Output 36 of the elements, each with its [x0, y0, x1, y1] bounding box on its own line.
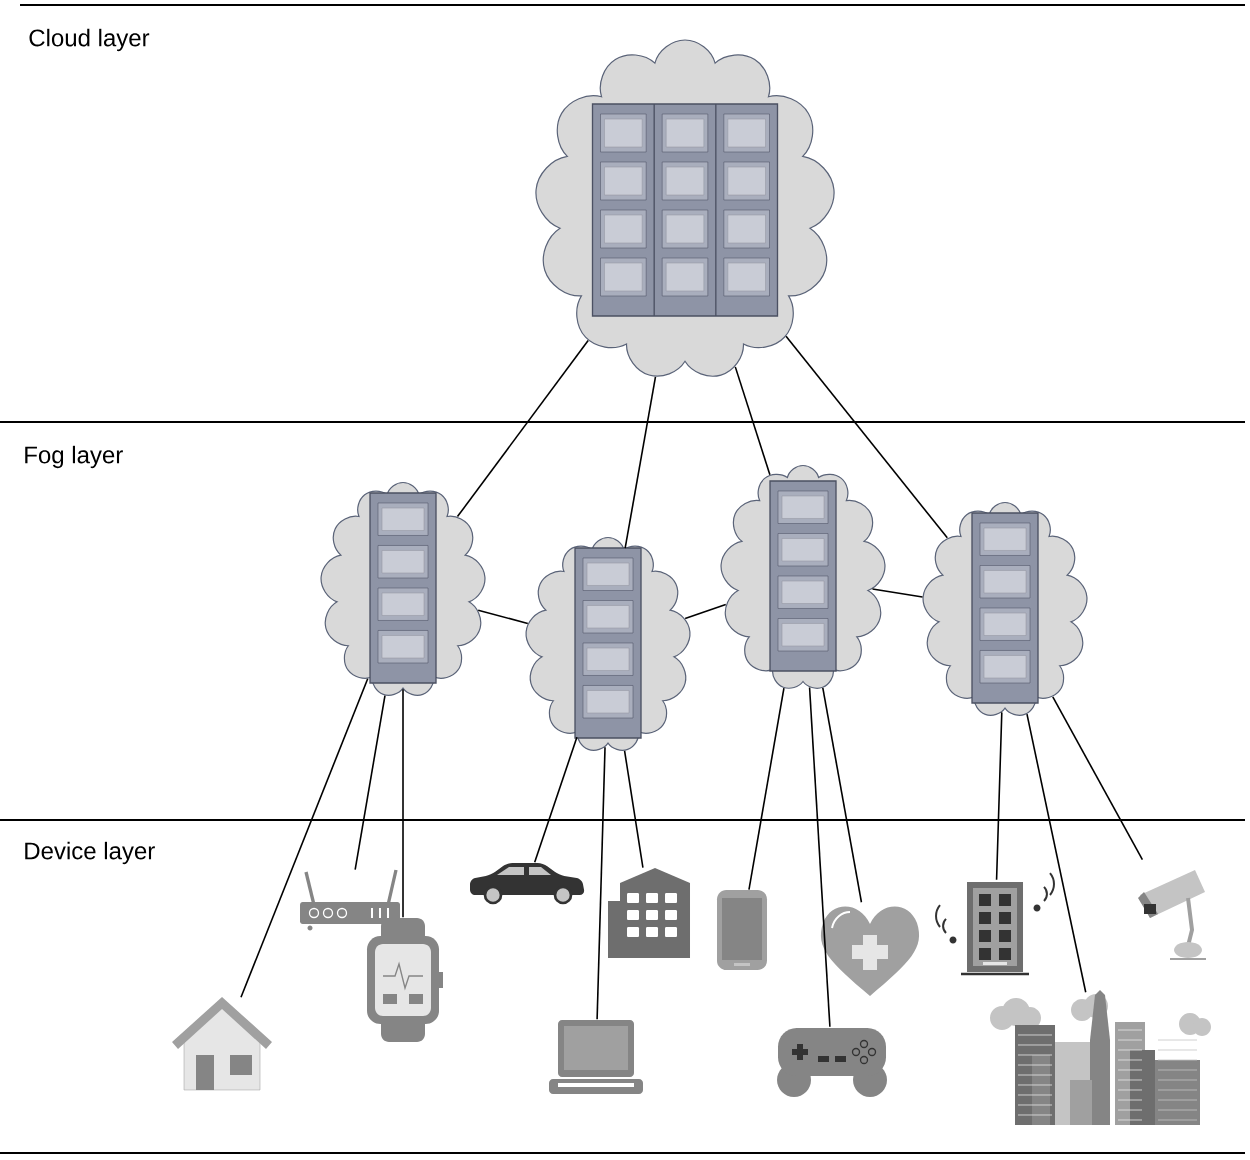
connector-line — [734, 366, 771, 476]
connector-line — [596, 746, 606, 1021]
layer-label: Fog layer — [25, 445, 123, 469]
cloud-server-drawing — [720, 464, 886, 689]
cloud-server-drawing — [922, 501, 1088, 716]
city-skyline-drawing — [990, 990, 1211, 1125]
connector-line — [808, 686, 831, 1028]
cloud-server-drawing — [320, 481, 486, 696]
building-icon — [935, 872, 1055, 976]
cloud-server-drawing — [535, 39, 835, 377]
connector-line — [748, 687, 785, 891]
layer-label: Cloud layer — [29, 28, 150, 52]
car-icon — [470, 863, 585, 905]
router-icon — [300, 869, 400, 931]
building-icon — [608, 868, 690, 958]
smartwatch-icon — [367, 918, 443, 1042]
gamepad-icon — [777, 1028, 887, 1097]
connector-line — [822, 687, 863, 904]
house-icon — [172, 997, 272, 1091]
connector-line — [533, 736, 578, 864]
connector-line — [623, 750, 644, 869]
cloud-server-drawing — [525, 536, 691, 751]
layer-label: Device layer — [25, 841, 155, 865]
connector-line — [1026, 713, 1087, 994]
health-heart-icon — [820, 906, 920, 996]
connector-line — [354, 694, 386, 871]
connector-line — [785, 335, 949, 539]
connector-line — [477, 609, 529, 625]
phone-icon — [717, 890, 767, 970]
security-camera-icon — [1138, 870, 1206, 960]
laptop-icon — [549, 1020, 643, 1094]
connector-line — [995, 711, 1003, 881]
connector-line — [240, 677, 369, 999]
connector-line — [456, 339, 589, 518]
connector-line — [684, 603, 727, 620]
connector-line — [1052, 696, 1144, 861]
